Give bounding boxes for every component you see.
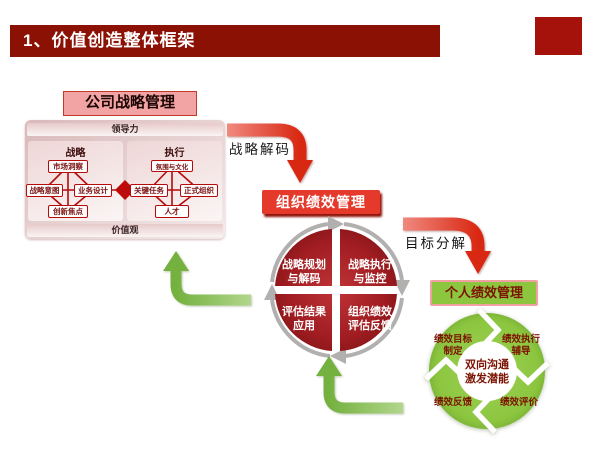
leadership-bar: 领导力	[27, 123, 223, 136]
segment-execution-coaching: 绩效执行 辅导	[501, 334, 540, 358]
quadrant-strategy-execution: 战略执行 与监控	[348, 259, 392, 285]
personal-to-org-arrow	[316, 356, 403, 414]
rotation-arrowheads	[264, 216, 410, 364]
segment-evaluation: 绩效评价	[499, 397, 538, 408]
blm-box-key-tasks: 关键任务	[130, 184, 168, 197]
strategy-group-title: 战略	[65, 148, 86, 159]
corner-accent-square	[535, 17, 582, 55]
quadrant-strategy-planning: 战略规划 与解码	[282, 259, 326, 285]
blm-box-culture: 氛围与文化	[151, 160, 193, 172]
goal-breakdown-label: 目标分解	[405, 236, 467, 251]
org-performance-title: 组织绩效管理	[262, 190, 380, 214]
slide-title: 1、价值创造整体框架	[10, 25, 440, 57]
quadrant-evaluation-feedback: 组织绩效 评估反馈	[348, 306, 392, 332]
blm-box-strategy-intent: 战略意图	[26, 184, 63, 197]
blm-diagram: 领导力 战略 执行 价值观	[25, 120, 225, 239]
execution-group-title: 执行	[164, 148, 185, 159]
blm-box-talent: 人才	[155, 205, 189, 218]
blm-box-business-design: 业务设计	[74, 184, 112, 197]
strategy-section-title: 公司战略管理	[63, 91, 197, 116]
org-to-strategy-arrow	[163, 251, 251, 306]
donut-center-label: 双向沟通 激发潜能	[465, 359, 509, 386]
blm-box-market-insight: 市场洞察	[48, 160, 88, 173]
personal-performance-title: 个人绩效管理	[430, 280, 538, 306]
rotation-arrows	[270, 222, 404, 358]
segment-goal-setting: 绩效目标 制定	[433, 334, 472, 358]
blm-box-formal-org: 正式组织	[180, 184, 218, 197]
values-bar: 价值观	[27, 224, 223, 237]
blm-box-innovation-focus: 创新焦点	[48, 205, 88, 218]
segment-feedback: 绩效反馈	[433, 397, 472, 408]
strategy-decode-label: 战略解码	[229, 142, 291, 157]
quadrant-result-application: 评估结果 应用	[282, 306, 326, 332]
